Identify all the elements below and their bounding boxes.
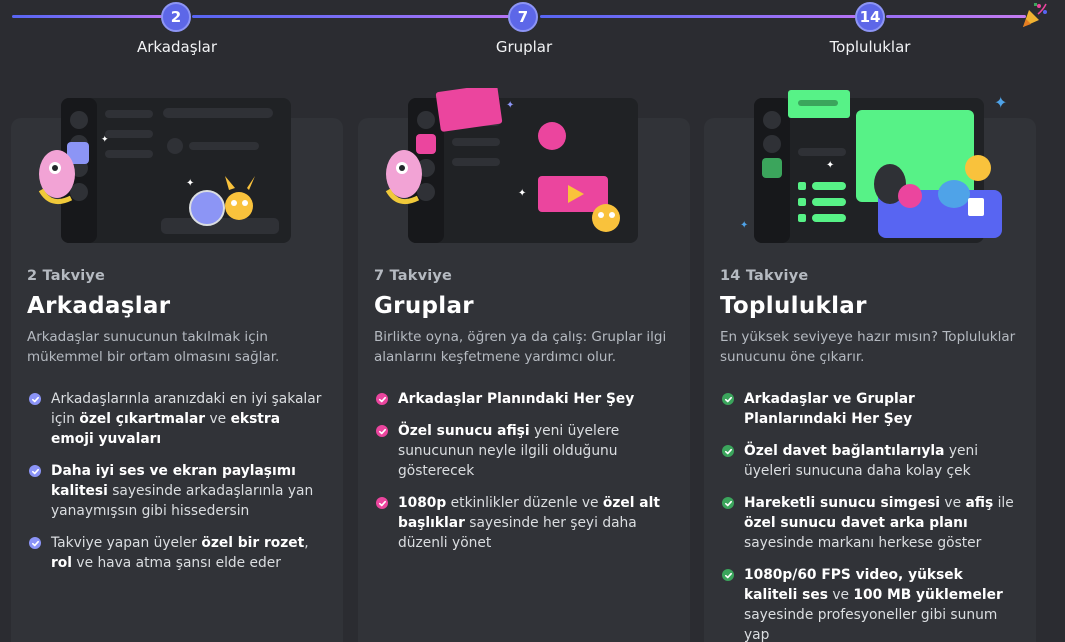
check-icon <box>722 569 734 581</box>
perk-highlight: 100 MB yüklemeler <box>853 587 1003 603</box>
perk-item: Arkadaşlar ve Gruplar Planlarındaki Her … <box>720 389 1020 429</box>
party-popper-icon <box>1023 3 1047 27</box>
perk-highlight: Hareketli sunucu simgesi <box>744 495 941 511</box>
communities-illustration: ✦ ✦ ✦ <box>740 90 1007 243</box>
boost-count: 14 Takviye <box>720 268 809 284</box>
plan-card-communities: ✦ ✦ ✦ 14 Takviye Topluluklar En yüksek s… <box>704 90 1036 642</box>
perk-highlight: afiş <box>965 495 994 511</box>
plan-title: Arkadaşlar <box>27 293 171 319</box>
perk-text: , <box>304 535 309 551</box>
svg-text:✦: ✦ <box>506 100 514 111</box>
perk-text: ve <box>205 411 231 427</box>
step-label-friends: Arkadaşlar <box>136 38 218 56</box>
svg-text:✦: ✦ <box>518 188 526 199</box>
plan-description: En yüksek seviyeye hazır mısın? Topluluk… <box>720 329 1016 365</box>
perk-item: Özel sunucu afişi yeni üyelere sunucunun… <box>374 421 674 481</box>
perk-item: Hareketli sunucu simgesi ve afiş ile öze… <box>720 493 1020 553</box>
perk-highlight: ekstra emoji yuvaları <box>51 411 281 447</box>
progress-track-2 <box>192 15 510 18</box>
perk-item: Takviye yapan üyeler özel bir rozet, rol… <box>27 533 327 573</box>
perk-item: Daha iyi ses ve ekran paylaşımı kalitesi… <box>27 461 327 521</box>
step-label-groups: Gruplar <box>495 38 553 56</box>
perk-item: Arkadaşlar Planındaki Her Şey <box>374 389 674 409</box>
step-friends: 2 <box>161 2 191 32</box>
perk-highlight: Arkadaşlar ve Gruplar Planlarındaki Her … <box>744 391 915 427</box>
boost-count: 2 Takviye <box>27 268 106 284</box>
plan-card-friends: ✦ ✦ 2 Takviye Arkadaşlar Arkadaşlar sunu… <box>11 98 343 642</box>
progress-track-4 <box>886 15 1026 18</box>
perk-text: Arkadaşlarınla aranızdaki en iyi şakalar… <box>51 391 322 427</box>
svg-text:✦: ✦ <box>740 220 748 231</box>
perk-highlight: Arkadaşlar Planındaki Her Şey <box>398 391 635 407</box>
perk-text: etkinlikler düzenle ve <box>446 495 603 511</box>
perk-list: Arkadaşlar ve Gruplar Planlarındaki Her … <box>720 389 1020 642</box>
check-icon <box>722 445 734 457</box>
perk-list: Arkadaşlarınla aranızdaki en iyi şakalar… <box>27 389 327 573</box>
plan-description: Arkadaşlar sunucunun takılmak için mükem… <box>27 329 280 365</box>
boost-count: 7 Takviye <box>374 268 453 284</box>
plan-card-groups: ✦ ✦ 7 Takviye Gruplar Birlikte oyna, öğr… <box>358 88 690 642</box>
svg-text:✦: ✦ <box>186 178 194 189</box>
perk-highlight: 1080p/60 FPS video, yüksek kaliteli ses <box>744 567 963 603</box>
perk-highlight: özel çıkartmalar <box>79 411 206 427</box>
perk-text: ve <box>827 587 854 603</box>
friends-illustration: ✦ ✦ <box>38 98 291 243</box>
check-icon <box>722 497 734 509</box>
perk-text: ile özel sunucu davet arka planı sayesin… <box>744 495 1014 551</box>
perk-text: sayesinde her şeyi daha düzenli yönet <box>398 515 637 551</box>
perk-text: ve <box>940 495 966 511</box>
perk-highlight: rol <box>51 555 73 571</box>
perk-highlight: Özel sunucu afişi <box>398 423 530 439</box>
perk-text: sayesinde arkadaşlarınla yan yanaymışsın… <box>51 483 314 519</box>
perk-highlight: özel alt başlıklar <box>398 495 660 531</box>
check-icon <box>29 537 41 549</box>
groups-illustration: ✦ ✦ <box>385 88 638 243</box>
check-icon <box>722 393 734 405</box>
perk-item: Özel davet bağlantılarıyla yeni üyeleri … <box>720 441 1020 481</box>
perk-text: Takviye yapan üyeler <box>51 535 202 551</box>
perk-text: yeni üyeleri sunucuna daha kolay çek <box>744 443 979 479</box>
progress-track-3 <box>540 15 856 18</box>
check-icon <box>29 465 41 477</box>
check-icon <box>376 497 388 509</box>
step-groups: 7 <box>508 2 538 32</box>
check-icon <box>29 393 41 405</box>
plan-title: Topluluklar <box>720 293 867 319</box>
perk-highlight: 1080p <box>398 495 447 511</box>
plan-title: Gruplar <box>374 293 474 319</box>
plan-description: Birlikte oyna, öğren ya da çalış: Grupla… <box>374 329 667 365</box>
perk-text: yeni üyelere sunucunun neyle ilgili oldu… <box>398 423 620 479</box>
svg-text:✦: ✦ <box>101 135 109 145</box>
perk-item: 1080p etkinlikler düzenle ve özel alt ba… <box>374 493 674 553</box>
perk-text: sayesinde profesyoneller gibi sunum yap <box>744 607 998 642</box>
svg-text:✦: ✦ <box>826 160 834 171</box>
perk-highlight: Daha iyi ses ve ekran paylaşımı kalitesi <box>51 463 296 499</box>
step-communities: 14 <box>855 2 885 32</box>
perk-highlight: Özel davet bağlantılarıyla <box>744 443 945 459</box>
perk-highlight: özel bir rozet <box>201 535 305 551</box>
perk-item: Arkadaşlarınla aranızdaki en iyi şakalar… <box>27 389 327 449</box>
progress-track-1 <box>12 15 162 18</box>
perk-item: 1080p/60 FPS video, yüksek kaliteli ses … <box>720 565 1020 642</box>
svg-text:✦: ✦ <box>994 93 1007 112</box>
check-icon <box>376 393 388 405</box>
step-label-communities: Topluluklar <box>829 38 911 56</box>
check-icon <box>376 425 388 437</box>
perk-text: ve hava atma şansı elde eder <box>72 555 281 571</box>
